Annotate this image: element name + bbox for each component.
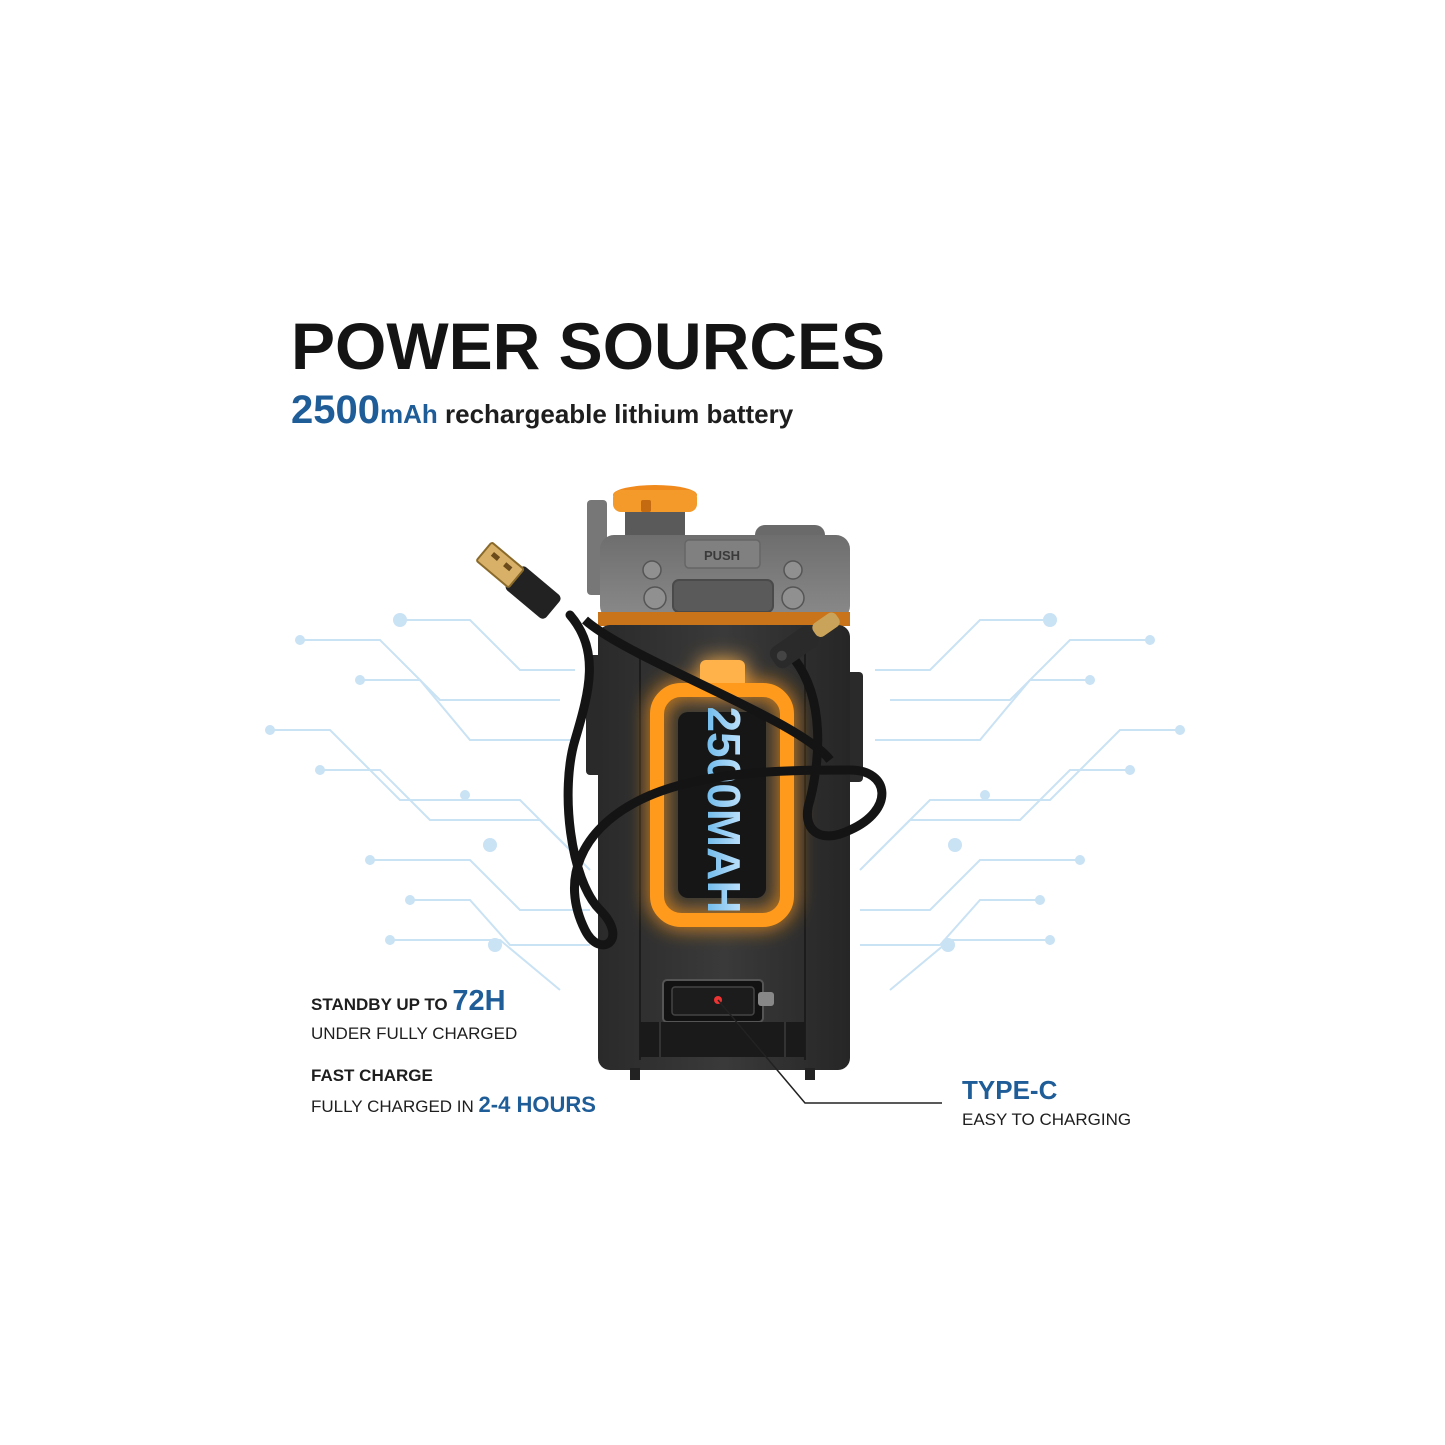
capacity-description: rechargeable lithium battery xyxy=(437,399,794,429)
type-c-heading: TYPE-C xyxy=(962,1075,1058,1105)
fast-charge-subtext: FULLY CHARGED IN xyxy=(311,1097,479,1116)
fast-charge-value: 2-4 HOURS xyxy=(478,1092,596,1117)
fast-charge-spec: FAST CHARGE FULLY CHARGED IN 2-4 HOURS xyxy=(311,1066,596,1118)
standby-heading: STANDBY UP TO xyxy=(311,995,453,1014)
standby-spec: STANDBY UP TO 72H UNDER FULLY CHARGED xyxy=(311,985,517,1044)
standby-value: 72H xyxy=(452,985,506,1017)
battery-capacity-label: 2500MAH xyxy=(698,706,750,913)
circuit-nodes xyxy=(265,613,1185,952)
standby-subtext: UNDER FULLY CHARGED xyxy=(311,1024,518,1043)
fast-charge-heading: FAST CHARGE xyxy=(311,1066,433,1085)
usb-cable xyxy=(476,542,887,950)
radio-top: PUSH xyxy=(587,485,850,626)
capacity-value: 2500 xyxy=(291,388,380,432)
type-c-subtext: EASY TO CHARGING xyxy=(962,1110,1132,1129)
type-c-spec: TYPE-C EASY TO CHARGING xyxy=(962,1075,1131,1130)
type-c-port xyxy=(640,979,805,1057)
battery-subtitle: 2500mAh rechargeable lithium battery xyxy=(291,388,793,433)
battery-inner xyxy=(678,712,766,898)
capacity-unit: mAh xyxy=(379,399,438,429)
page-title: POWER SOURCES xyxy=(291,309,886,383)
push-label: PUSH xyxy=(704,548,740,563)
type-c-callout-line xyxy=(717,999,942,1104)
